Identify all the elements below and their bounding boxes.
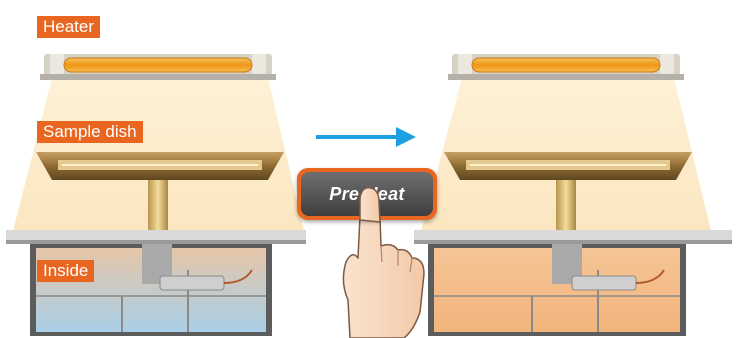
before-scene [6,54,306,336]
heater-label: Heater [37,16,100,38]
after-scene [414,54,732,336]
sample-dish [36,152,284,180]
sample-dish-label: Sample dish [37,121,143,143]
inside-chamber-after [428,244,686,336]
sample-dish-after [444,152,692,180]
right-arrow-icon [316,127,416,147]
preheat-button-label: Pre Heat [301,172,433,216]
inside-label: Inside [37,260,94,282]
heater-lamp-after [448,54,684,80]
inside-chamber [30,244,272,336]
preheat-button[interactable]: Pre Heat [297,168,437,220]
heater-lamp [40,54,276,80]
pointing-hand-icon [343,202,424,338]
